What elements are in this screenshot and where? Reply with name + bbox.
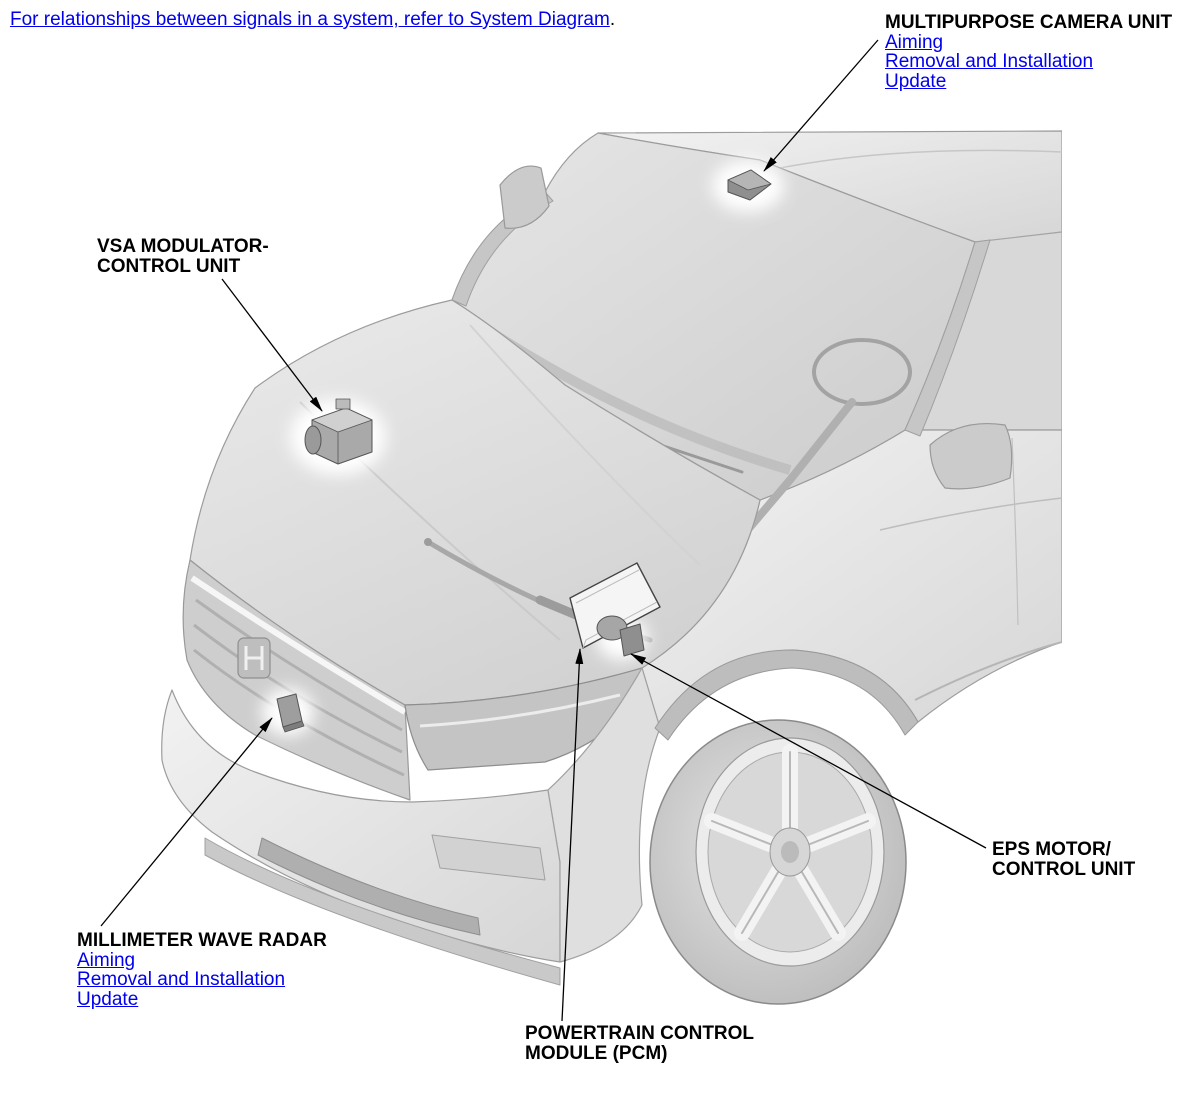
left-a-pillar [451,191,554,307]
system-diagram-note: For relationships between signals in a s… [10,10,615,30]
vsa-unit [304,398,373,465]
left-mirror [499,165,550,229]
grille-chrome-bar [190,575,407,715]
pcm-title-line2: MODULE (PCM) [525,1042,668,1064]
wheel-center-cap [781,841,799,863]
pcm-callout: POWERTRAIN CONTROL MODULE (PCM) [525,1024,754,1063]
eps-title-line2: CONTROL UNIT [992,858,1136,880]
radar-update-link[interactable]: Update [77,988,139,1010]
camera-update-link[interactable]: Update [885,70,947,92]
right-a-pillar [904,239,991,437]
radar-title: MILLIMETER WAVE RADAR [77,930,327,951]
pcm-title-line1: POWERTRAIN CONTROL [525,1023,755,1044]
radar-removal-link[interactable]: Removal and Installation [77,969,286,990]
radar-unit [276,693,305,733]
honda-logo [237,637,271,679]
wheel-spokes [704,744,876,941]
lower-intake [257,837,481,936]
bumper-chin [204,837,561,986]
eps-callout: EPS MOTOR/ CONTROL UNIT [992,840,1135,879]
wheel-arch [654,649,919,741]
radar-callout: MILLIMETER WAVE RADAR Aiming Removal and… [77,931,327,1009]
camera-callout: MULTIPURPOSE CAMERA UNIT Aiming Removal … [885,13,1172,91]
pcm-box [569,562,661,649]
steering-wheel [812,338,912,406]
front-bumper [161,689,561,963]
fog-light-housing [431,834,546,881]
hood-crease-right [469,324,701,566]
camera-leader-arrow [763,39,879,172]
vsa-title-line1: VSA MODULATOR- [97,236,269,257]
vsa-callout: VSA MODULATOR- CONTROL UNIT [97,237,269,276]
sunroof-edge [779,149,1062,169]
camera-removal-link[interactable]: Removal and Installation [885,51,1094,72]
rocker-line [914,641,1062,701]
eps-title-line1: EPS MOTOR/ [992,839,1111,860]
vsa-title-line2: CONTROL UNIT [97,255,241,277]
system-diagram-link[interactable]: For relationships between signals in a s… [10,9,610,30]
right-mirror [929,422,1013,490]
door-line [1011,437,1019,626]
eps-motor [596,615,645,657]
radar-aiming-link[interactable]: Aiming [77,949,136,971]
camera-title: MULTIPURPOSE CAMERA UNIT [885,12,1173,33]
rack-end [424,538,432,546]
front-fender [547,667,661,963]
eps-leader-arrow [630,653,987,849]
side-character-line [879,497,1062,531]
pcm-leader-arrow [561,648,584,1022]
headlight-strip [419,693,621,728]
front-grille [182,559,411,801]
radar-leader-arrow [100,717,273,927]
front-wheel [649,719,907,1005]
vsa-leader-arrow [221,278,323,412]
camera-unit [727,169,772,201]
grille-bar [195,598,403,732]
note-period: . [609,9,616,30]
camera-aiming-link[interactable]: Aiming [885,31,944,53]
